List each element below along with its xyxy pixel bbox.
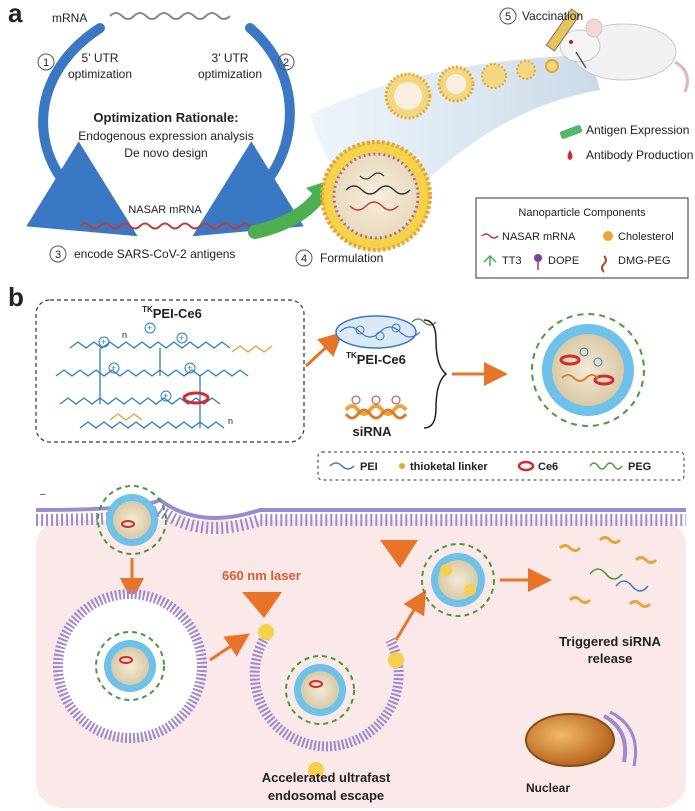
legend-ce6: Ce6 bbox=[538, 461, 558, 473]
sirna-label: siRNA bbox=[352, 424, 392, 439]
np-legend-box bbox=[475, 197, 689, 279]
release-line1: Triggered siRNA bbox=[559, 634, 661, 649]
small-nanoparticles bbox=[384, 59, 559, 120]
component-legend-box bbox=[317, 451, 685, 481]
svg-text:+: + bbox=[101, 337, 106, 347]
structure-box bbox=[35, 299, 305, 443]
ce6-icon bbox=[517, 460, 535, 472]
mrna-label: mRNA bbox=[52, 11, 87, 25]
step4-text: Formulation bbox=[320, 251, 383, 265]
svg-text:+: + bbox=[111, 363, 116, 373]
step2-circle bbox=[277, 53, 295, 71]
step5-num: 5 bbox=[505, 11, 511, 23]
endosome-left bbox=[53, 589, 207, 743]
step1-line1: 5' UTR bbox=[82, 51, 119, 65]
panel-a-label: a bbox=[8, 0, 23, 28]
utr3-arrow bbox=[192, 23, 304, 237]
nucleus bbox=[525, 710, 638, 767]
rationale-line2: De novo design bbox=[124, 146, 207, 160]
nasar-legend-icon bbox=[481, 233, 499, 239]
escape-line1: Accelerated ultrafast bbox=[262, 770, 391, 785]
panel-b-label: b bbox=[8, 282, 24, 312]
np-legend-item2: Cholesterol bbox=[618, 231, 674, 243]
svg-text:+: + bbox=[163, 391, 168, 401]
n2-label: n bbox=[228, 416, 233, 426]
escape-line2: endosomal escape bbox=[268, 788, 384, 803]
np-legend-item4: DOPE bbox=[548, 255, 579, 267]
large-nanoparticle bbox=[320, 140, 432, 252]
step4-num: 4 bbox=[301, 253, 307, 265]
step5-text: Vaccination bbox=[522, 9, 583, 23]
n1-label: n bbox=[122, 330, 127, 340]
antigen-icon bbox=[559, 125, 583, 139]
step1-circle bbox=[37, 53, 55, 71]
np-legend-item1: NASAR mRNA bbox=[502, 231, 576, 243]
step5-circle bbox=[499, 7, 517, 25]
laser-label: 660 nm laser bbox=[222, 568, 301, 583]
laser-triangle-2 bbox=[380, 540, 418, 568]
entering-nanoparticle bbox=[97, 485, 167, 555]
cholesterol-icon bbox=[603, 231, 613, 241]
rationale-line1: Endogenous expression analysis bbox=[78, 129, 253, 143]
legend-peg: PEG bbox=[628, 461, 651, 473]
dash-mark: – bbox=[40, 489, 46, 500]
combine-brace bbox=[423, 319, 448, 429]
antibody-text: Antibody Production bbox=[586, 148, 693, 162]
step4-circle bbox=[295, 249, 313, 267]
cell-interior bbox=[36, 520, 686, 808]
tkpei-ce6-bundle bbox=[335, 315, 437, 349]
peg-icon bbox=[589, 462, 623, 470]
endosome-transition-arrow bbox=[209, 633, 250, 662]
legend-pei: PEI bbox=[360, 461, 378, 473]
structure-title: TKPEI-Ce6 bbox=[142, 305, 202, 321]
np-legend-item5: DMG-PEG bbox=[618, 255, 671, 267]
ce6-ring-icon bbox=[182, 391, 210, 405]
svg-text:+: + bbox=[187, 363, 192, 373]
dmg-peg-icon bbox=[601, 255, 607, 273]
mouse-illustration bbox=[559, 18, 689, 93]
endosome-rupturing bbox=[249, 624, 404, 778]
utr5-arrow bbox=[26, 23, 138, 237]
complex-label: TKPEI-Ce6 bbox=[346, 351, 406, 367]
escaped-nanoparticle bbox=[421, 543, 495, 617]
nasar-label: NASAR mRNA bbox=[128, 204, 202, 216]
syringe-icon bbox=[545, 8, 587, 69]
dope-icon bbox=[534, 254, 542, 262]
step1-num: 1 bbox=[43, 57, 49, 69]
np-legend-title: Nanoparticle Components bbox=[518, 207, 646, 219]
svg-text:+: + bbox=[147, 323, 152, 333]
step2-line1: 3' UTR bbox=[212, 51, 249, 65]
step2-num: 2 bbox=[283, 57, 289, 69]
nuclear-label: Nuclear bbox=[526, 781, 570, 795]
np-legend-item3: TT3 bbox=[502, 255, 522, 267]
step3-num: 3 bbox=[55, 249, 61, 261]
step1-line2: optimization bbox=[68, 67, 132, 81]
amine-charges: + + + + + + bbox=[98, 322, 196, 402]
tt3-icon bbox=[483, 254, 497, 266]
cell-membrane bbox=[35, 502, 686, 534]
laser-triangle bbox=[242, 592, 282, 618]
release-line2: release bbox=[588, 651, 633, 666]
structure-to-complex-arrow bbox=[304, 331, 343, 368]
step2-line2: optimization bbox=[198, 67, 262, 81]
escape-arrow bbox=[394, 589, 427, 641]
step3-circle bbox=[49, 245, 67, 263]
pei-icon bbox=[329, 462, 355, 470]
antigen-text: Antigen Expression bbox=[586, 123, 689, 137]
legend-linker: thioketal linker bbox=[410, 461, 488, 473]
released-sirna bbox=[558, 536, 658, 608]
svg-text:+: + bbox=[179, 333, 184, 343]
mrna-strand bbox=[109, 12, 231, 20]
sirna-duplex bbox=[344, 395, 408, 420]
step3-text: encode SARS-CoV-2 antigens bbox=[74, 247, 235, 261]
thioketal-icon bbox=[399, 463, 405, 469]
antibody-icon bbox=[567, 150, 573, 160]
nasar-mrna-strand bbox=[79, 222, 251, 230]
chemical-structure bbox=[55, 341, 273, 429]
polyplex-nanoparticle bbox=[531, 313, 645, 427]
rationale-title: Optimization Rationale: bbox=[93, 110, 238, 125]
formulation-arrow bbox=[248, 188, 327, 239]
